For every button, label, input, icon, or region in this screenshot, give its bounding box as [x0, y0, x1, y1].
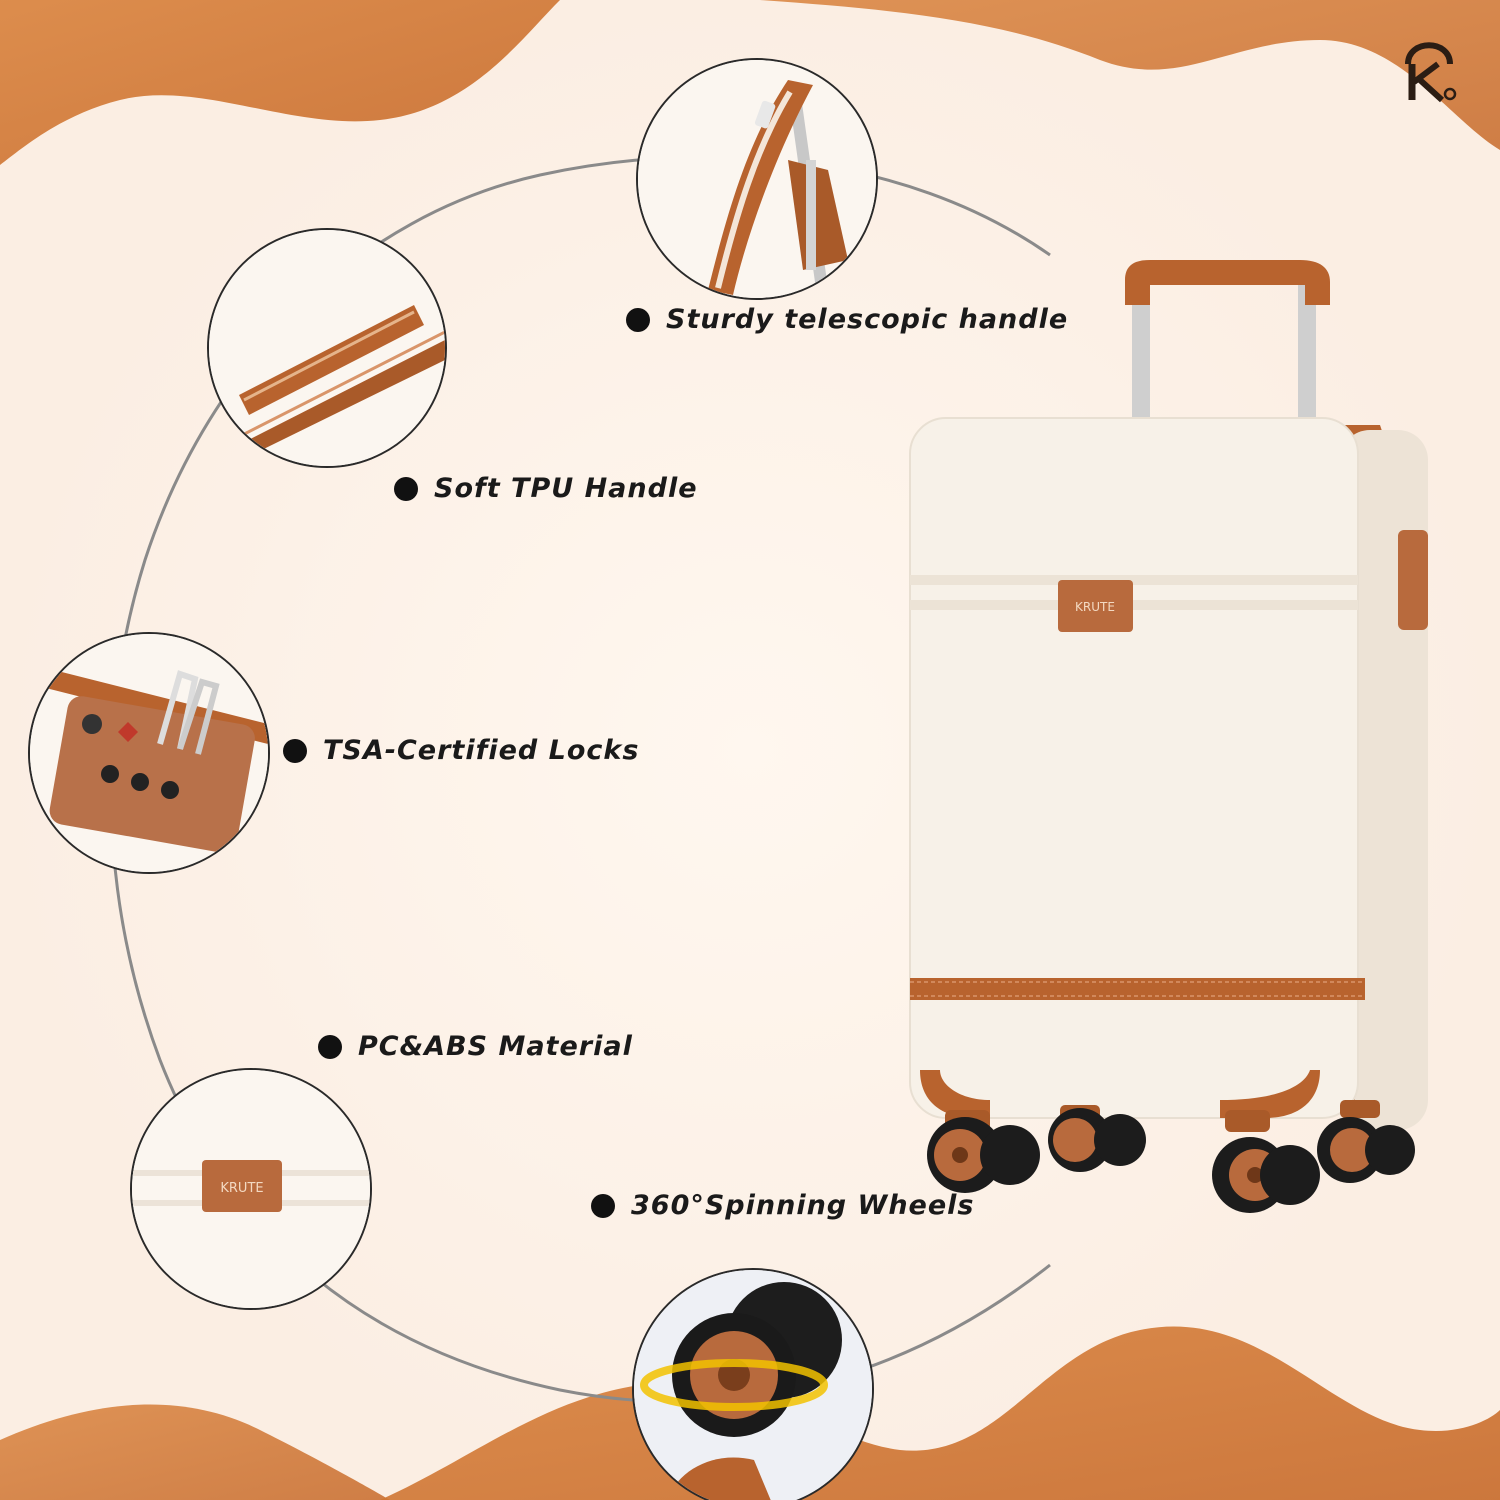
feature-label: TSA-Certified Locks [323, 735, 640, 766]
feature-tsa-lock: TSA-Certified Locks [283, 735, 639, 766]
spinner-wheel-closeup [632, 1268, 874, 1500]
brand-tag [1058, 580, 1133, 632]
telescopic-handle-closeup [636, 58, 878, 300]
brand-tag-closeup: KRUTE [130, 1068, 372, 1310]
leather-stripe [910, 978, 1365, 1000]
trolley-rod-right [1298, 285, 1316, 425]
bullet-dot-icon [591, 1193, 615, 1218]
feature-label: Soft TPU Handle [434, 473, 698, 504]
side-lock-icon [1398, 530, 1428, 630]
brand-tag-text: KRUTE [220, 1181, 263, 1196]
trolley-grip [1125, 260, 1330, 305]
trolley-rod-left [1132, 285, 1150, 425]
feature-label: 360°Spinning Wheels [631, 1190, 975, 1221]
kr-monogram-logo [1405, 42, 1457, 103]
suitcase-illustration: KRUTE [909, 260, 1428, 1213]
bullet-dot-icon [626, 307, 650, 332]
feature-tpu-handle: Soft TPU Handle [394, 473, 698, 504]
feature-wheels: 360°Spinning Wheels [591, 1190, 975, 1221]
bullet-dot-icon [283, 738, 307, 763]
combination-lock-closeup [28, 632, 270, 874]
feature-material: PC&ABS Material [318, 1031, 633, 1062]
bullet-dot-icon [318, 1034, 342, 1059]
feature-telescopic-handle: Sturdy telescopic handle [626, 304, 1068, 335]
feature-label: Sturdy telescopic handle [666, 304, 1069, 335]
side-handle-closeup [207, 228, 447, 468]
spinner-wheel-icon [927, 1108, 1415, 1213]
suitcase-shell [909, 417, 1359, 1119]
brand-tag-text: KRUTE [1075, 600, 1115, 614]
bullet-dot-icon [394, 476, 418, 501]
feature-label: PC&ABS Material [358, 1031, 633, 1062]
